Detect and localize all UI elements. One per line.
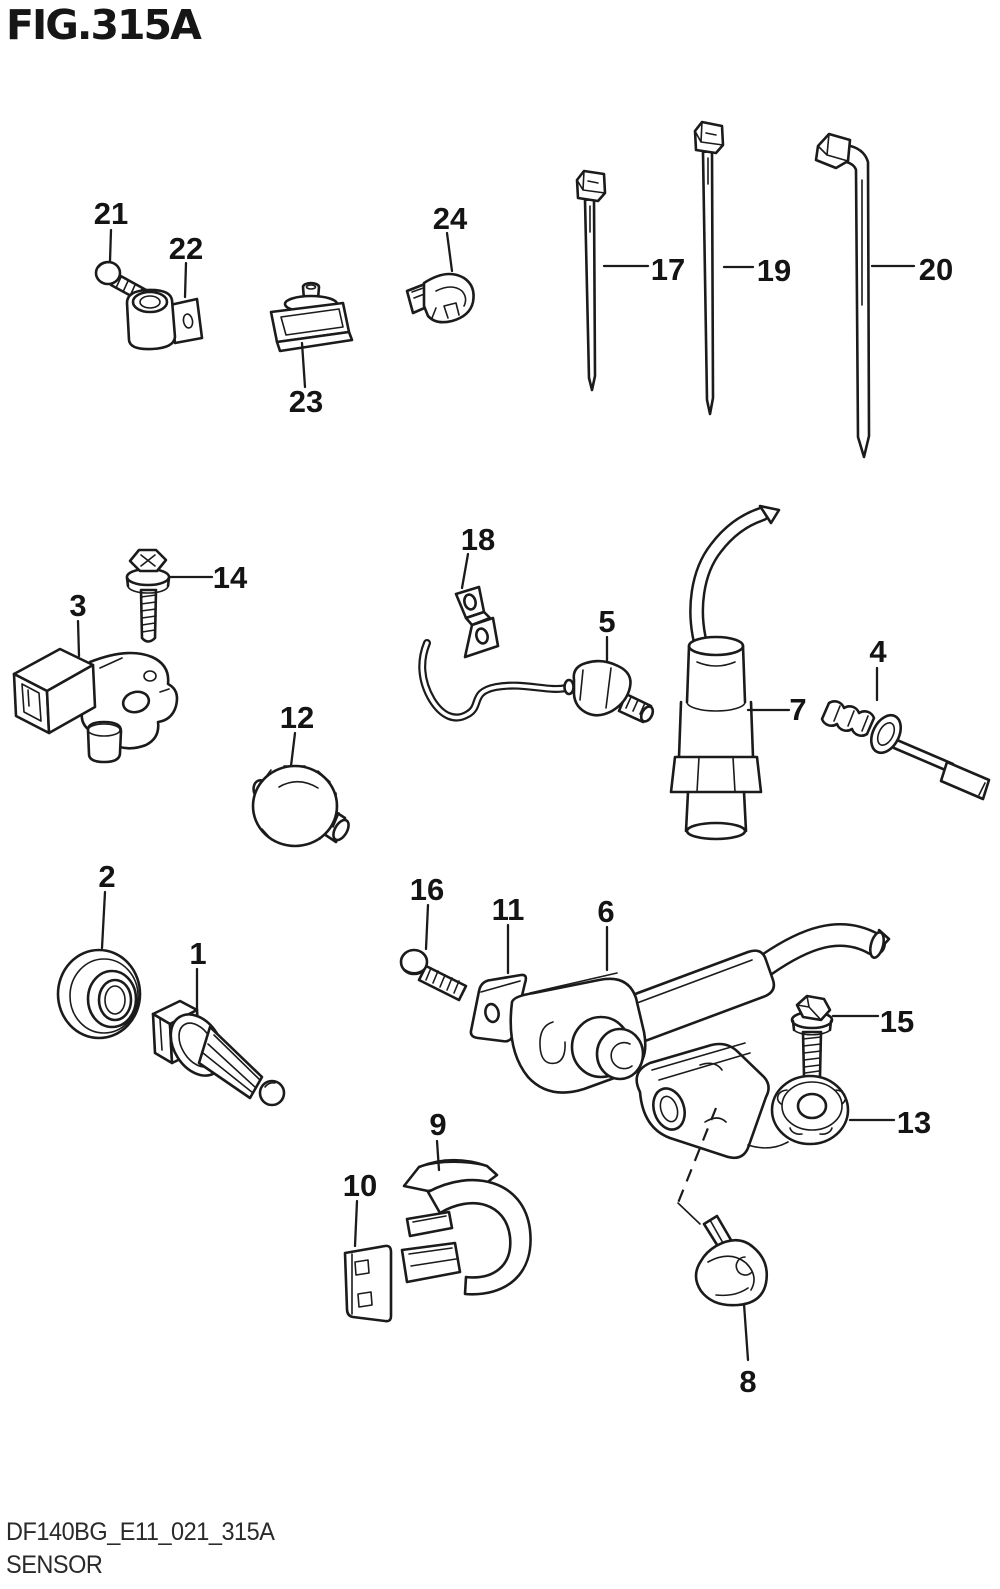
callout-23: 23 xyxy=(289,384,323,419)
callout-14: 14 xyxy=(213,560,248,595)
leader-24 xyxy=(445,231,454,273)
callout-16: 16 xyxy=(410,872,444,907)
figure-caption: SENSOR xyxy=(6,1551,103,1579)
callout-20: 20 xyxy=(919,252,953,287)
assembly-dashed-elbow xyxy=(677,1202,701,1225)
part-10-cover-drawing xyxy=(343,1244,393,1323)
callout-10: 10 xyxy=(343,1168,377,1203)
callout-22: 22 xyxy=(169,231,203,266)
callout-24: 24 xyxy=(433,201,468,236)
part-17-cable-tie-drawing xyxy=(575,169,607,392)
part-6-sensor-drawing xyxy=(509,923,891,1094)
part-4-sensor-drawing xyxy=(820,700,991,801)
callout-labels: 21 22 23 24 17 19 20 14 3 18 5 12 7 4 2 … xyxy=(69,196,953,1399)
part-3-sensor-drawing xyxy=(12,647,179,764)
part-12-switch-drawing xyxy=(251,764,350,848)
leader-22 xyxy=(183,261,188,299)
callout-5: 5 xyxy=(598,604,615,639)
leader-3 xyxy=(76,619,81,658)
callout-3: 3 xyxy=(69,588,86,623)
callout-4: 4 xyxy=(869,634,887,669)
callout-19: 19 xyxy=(757,253,791,288)
part-18-bracket-wire-drawing xyxy=(418,585,570,722)
callout-12: 12 xyxy=(280,700,314,735)
figure-code: DF140BG_E11_021_315A xyxy=(6,1518,275,1546)
part-22-clamp-drawing xyxy=(125,288,204,351)
callout-2: 2 xyxy=(98,859,115,894)
leader-16 xyxy=(424,903,430,951)
figure-title: FIG.315A xyxy=(6,1,202,49)
callout-1: 1 xyxy=(189,936,206,971)
leader-9 xyxy=(435,1139,441,1172)
parts-artwork xyxy=(12,120,991,1323)
part-9-clamp-drawing xyxy=(400,1158,532,1296)
callout-13: 13 xyxy=(897,1105,931,1140)
callout-9: 9 xyxy=(429,1107,446,1142)
leader-2 xyxy=(100,890,107,950)
leader-12 xyxy=(289,731,297,768)
part-14-bolt-drawing xyxy=(125,548,171,643)
part-7-oxygen-sensor-drawing xyxy=(669,504,781,841)
leader-18 xyxy=(460,552,470,590)
callout-18: 18 xyxy=(461,522,495,557)
part-5-sensor-drawing xyxy=(563,659,655,724)
part-24-clip-drawing xyxy=(405,272,475,324)
part-8-hook-drawing xyxy=(694,1214,768,1307)
part-23-bracket-drawing xyxy=(269,281,354,353)
part-13-bracket-drawing xyxy=(635,1042,850,1160)
callout-21: 21 xyxy=(94,196,128,231)
part-1-sensor-drawing xyxy=(151,999,286,1107)
figure-footer: DF140BG_E11_021_315A SENSOR xyxy=(6,1516,275,1582)
assembly-dashed-line xyxy=(676,1107,718,1204)
part-15-bolt-drawing xyxy=(790,994,834,1081)
leader-21 xyxy=(108,228,113,263)
leader-23 xyxy=(300,341,307,389)
part-20-cable-tie-drawing xyxy=(814,132,871,459)
callout-7: 7 xyxy=(789,692,806,727)
callout-11: 11 xyxy=(492,892,525,927)
callout-8: 8 xyxy=(739,1364,756,1399)
part-2-grommet-drawing xyxy=(56,948,142,1040)
callout-17: 17 xyxy=(651,252,685,287)
leader-10 xyxy=(353,1199,359,1248)
callout-15: 15 xyxy=(880,1004,914,1039)
callout-leader-lines xyxy=(76,228,916,1362)
part-16-screw-drawing xyxy=(399,948,468,1002)
part-19-cable-tie-drawing xyxy=(693,120,725,416)
callout-6: 6 xyxy=(597,894,614,929)
leader-8 xyxy=(742,1302,750,1362)
